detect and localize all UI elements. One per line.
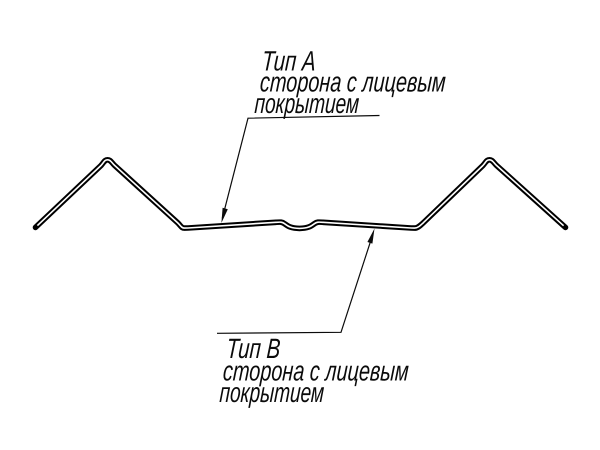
svg-text:покрытием: покрытием bbox=[219, 377, 325, 409]
svg-text:покрытием: покрытием bbox=[254, 89, 360, 121]
svg-text:сторона с лицевым: сторона с лицевым bbox=[259, 68, 447, 99]
svg-text:Тип В: Тип В bbox=[226, 334, 282, 365]
svg-text:сторона с лицевым: сторона с лицевым bbox=[222, 356, 410, 387]
svg-text:Тип А: Тип А bbox=[261, 47, 317, 78]
